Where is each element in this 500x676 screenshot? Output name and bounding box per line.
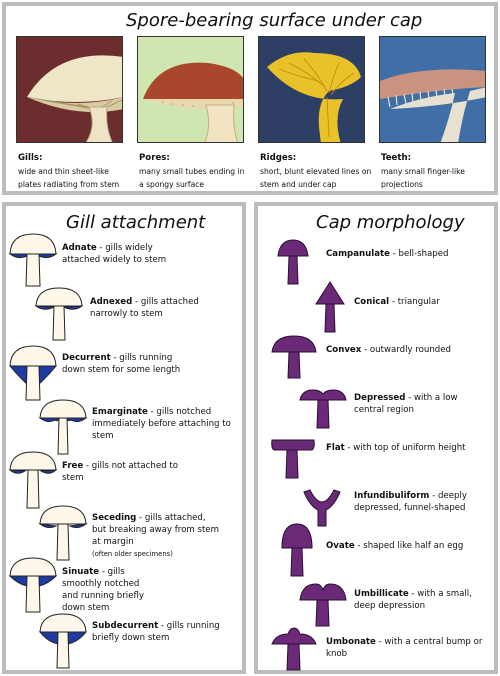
teeth-image bbox=[379, 36, 486, 143]
teeth-caption: Teeth:many small finger-like projections bbox=[381, 153, 465, 189]
decurrent-mushroom-icon bbox=[8, 345, 58, 401]
gills-image bbox=[16, 36, 123, 143]
ridges-image bbox=[258, 36, 365, 143]
free-description: Free - gills not attached to stem bbox=[62, 461, 178, 483]
cap-morphology-title: Cap morphology bbox=[316, 212, 465, 233]
umbillicate-cap-icon bbox=[299, 583, 347, 627]
ridges-caption: Ridges:short, blunt elevated lines on st… bbox=[260, 153, 372, 189]
adnexed-mushroom-icon bbox=[34, 287, 84, 341]
emarginate-mushroom-icon bbox=[38, 399, 88, 455]
cap-morphology-panel: Cap morphology Campanulate - bell-shaped… bbox=[254, 202, 498, 674]
gill-attachment-panel: Gill attachment bbox=[2, 202, 246, 674]
convex-cap-icon bbox=[271, 335, 317, 379]
ovate-description: Ovate - shaped like half an egg bbox=[326, 541, 464, 551]
conical-description: Conical - triangular bbox=[354, 297, 440, 307]
umbonate-cap-icon bbox=[271, 627, 317, 671]
flat-cap-icon bbox=[271, 439, 315, 479]
campanulate-cap-icon bbox=[277, 239, 309, 285]
subdecurrent-description: Subdecurrent - gills running briefly dow… bbox=[92, 621, 220, 643]
conical-cap-icon bbox=[315, 281, 345, 333]
free-mushroom-icon bbox=[8, 451, 58, 509]
seceding-mushroom-icon bbox=[38, 505, 88, 561]
infundibuliform-description: Infundibuliform - deeply depressed, funn… bbox=[354, 491, 467, 513]
depressed-cap-icon bbox=[299, 389, 347, 429]
seceding-description: Seceding - gills attached, but breaking … bbox=[92, 513, 219, 558]
decurrent-description: Decurrent - gills running down stem for … bbox=[62, 353, 181, 375]
infundibuliform-cap-icon bbox=[303, 489, 341, 527]
convex-description: Convex - outwardly rounded bbox=[326, 345, 451, 355]
campanulate-description: Campanulate - bell-shaped bbox=[326, 249, 449, 259]
spore-surface-panel: Spore-bearing surface under cap bbox=[2, 2, 498, 195]
emarginate-description: Emarginate - gills notched immediately b… bbox=[92, 407, 231, 441]
pores-caption: Pores:many small tubes ending in a spong… bbox=[139, 153, 245, 189]
umbonate-description: Umbonate - with a central bump or knob bbox=[326, 637, 483, 659]
adnexed-description: Adnexed - gills attached narrowly to ste… bbox=[90, 297, 199, 319]
umbillicate-description: Umbillicate - with a small, deep depress… bbox=[354, 589, 472, 611]
pores-image bbox=[137, 36, 244, 143]
flat-description: Flat - with top of uniform height bbox=[326, 443, 466, 453]
gills-caption: Gills:wide and thin sheet-like plates ra… bbox=[18, 153, 120, 189]
ovate-cap-icon bbox=[281, 523, 313, 577]
gill-attachment-title: Gill attachment bbox=[66, 212, 206, 233]
subdecurrent-mushroom-icon bbox=[38, 613, 88, 669]
depressed-description: Depressed - with a low central region bbox=[354, 393, 458, 415]
sinuate-mushroom-icon bbox=[8, 557, 58, 613]
spore-surface-title: Spore-bearing surface under cap bbox=[126, 10, 423, 31]
adnate-description: Adnate - gills widely attached widely to… bbox=[62, 243, 167, 265]
adnate-mushroom-icon bbox=[8, 233, 58, 287]
sinuate-description: Sinuate - gills smoothly notched and run… bbox=[62, 567, 144, 613]
